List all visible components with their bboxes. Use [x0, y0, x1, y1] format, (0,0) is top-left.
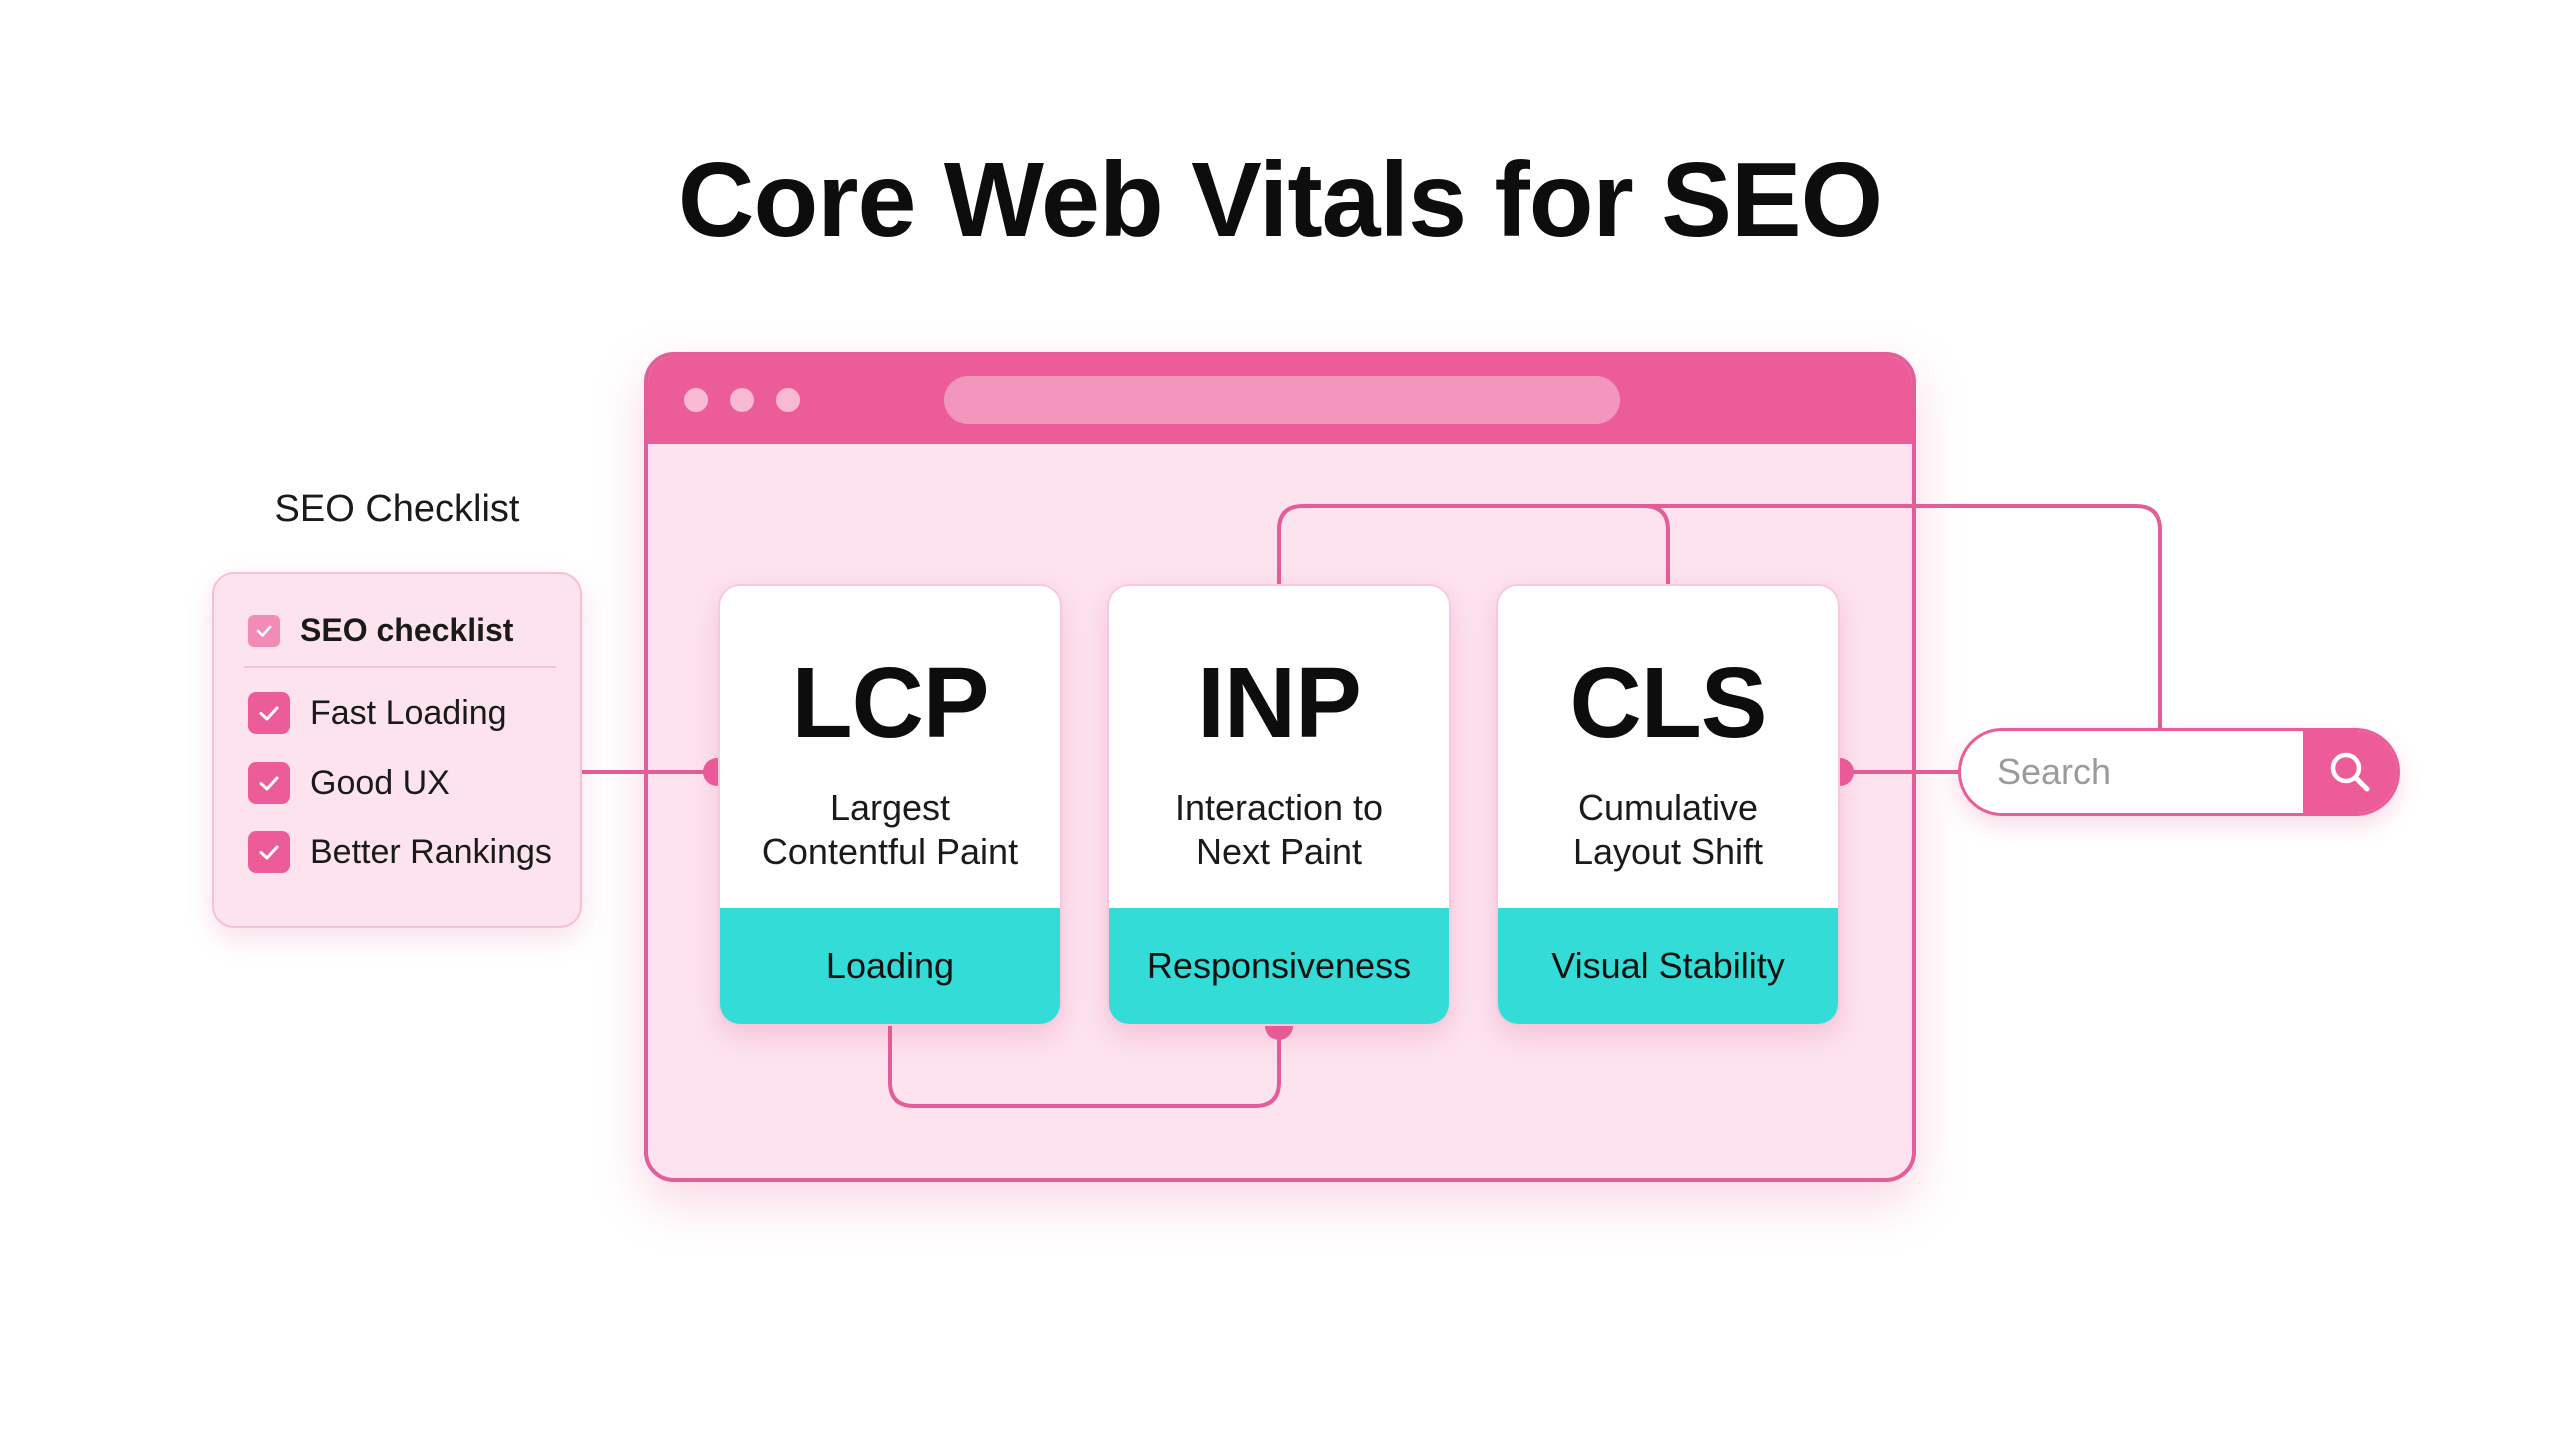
connector-top-to-search: [1642, 504, 2162, 730]
metric-category: Responsiveness: [1109, 908, 1449, 1024]
browser-title-bar: [648, 356, 1912, 444]
metric-card-cls: CLS Cumulative Layout Shift Visual Stabi…: [1496, 584, 1840, 1026]
metric-description: Largest Contentful Paint: [720, 786, 1060, 874]
checkbox-checked-icon[interactable]: [248, 762, 290, 804]
checklist-item-label: Fast Loading: [310, 693, 507, 732]
metric-description-line: Cumulative: [1577, 787, 1759, 828]
metric-description-line: Layout Shift: [1572, 831, 1764, 872]
metric-description-line: Largest: [829, 787, 951, 828]
metric-description: Interaction to Next Paint: [1109, 786, 1449, 874]
checklist-item: Better Rankings: [248, 831, 552, 873]
window-dot-icon: [730, 388, 754, 412]
metric-description-line: Contentful Paint: [761, 831, 1019, 872]
metric-category: Loading: [720, 908, 1060, 1024]
search-input[interactable]: [1961, 731, 2306, 813]
metric-description-line: Interaction to: [1174, 787, 1384, 828]
checklist-title: SEO checklist: [300, 612, 514, 648]
checklist-divider: [244, 666, 556, 668]
checklist-item: Fast Loading: [248, 692, 507, 734]
checkbox-checked-icon[interactable]: [248, 614, 280, 647]
metric-card-lcp: LCP Largest Contentful Paint Loading: [718, 584, 1062, 1026]
window-dot-icon: [684, 388, 708, 412]
address-bar: [944, 376, 1620, 424]
window-dot-icon: [776, 388, 800, 412]
connector-bottom-loop: [888, 1024, 1281, 1108]
checklist-item-label: Good UX: [310, 763, 450, 802]
checkbox-checked-icon[interactable]: [248, 831, 290, 873]
checkbox-checked-icon[interactable]: [248, 692, 290, 734]
metric-card-inp: INP Interaction to Next Paint Responsive…: [1107, 584, 1451, 1026]
search-button[interactable]: [2303, 731, 2397, 813]
metric-abbr: INP: [1197, 647, 1362, 759]
metric-description: Cumulative Layout Shift: [1498, 786, 1838, 874]
metric-category: Visual Stability: [1498, 908, 1838, 1024]
metric-description-line: Next Paint: [1195, 831, 1363, 872]
metric-abbr: LCP: [791, 647, 990, 759]
page-title: Core Web Vitals for SEO: [677, 141, 1883, 259]
checklist-item-label: Better Rankings: [310, 832, 552, 871]
connector-top-loop: [1277, 504, 1670, 586]
checklist-heading: SEO Checklist: [274, 488, 520, 530]
checklist-title-row: SEO checklist: [248, 612, 513, 649]
search-box: [1958, 728, 2400, 816]
seo-checklist-panel: SEO checklist Fast Loading Good UX Bette…: [212, 572, 582, 928]
metric-abbr: CLS: [1569, 647, 1768, 759]
search-icon: [2330, 752, 2370, 792]
checklist-item: Good UX: [248, 762, 450, 804]
